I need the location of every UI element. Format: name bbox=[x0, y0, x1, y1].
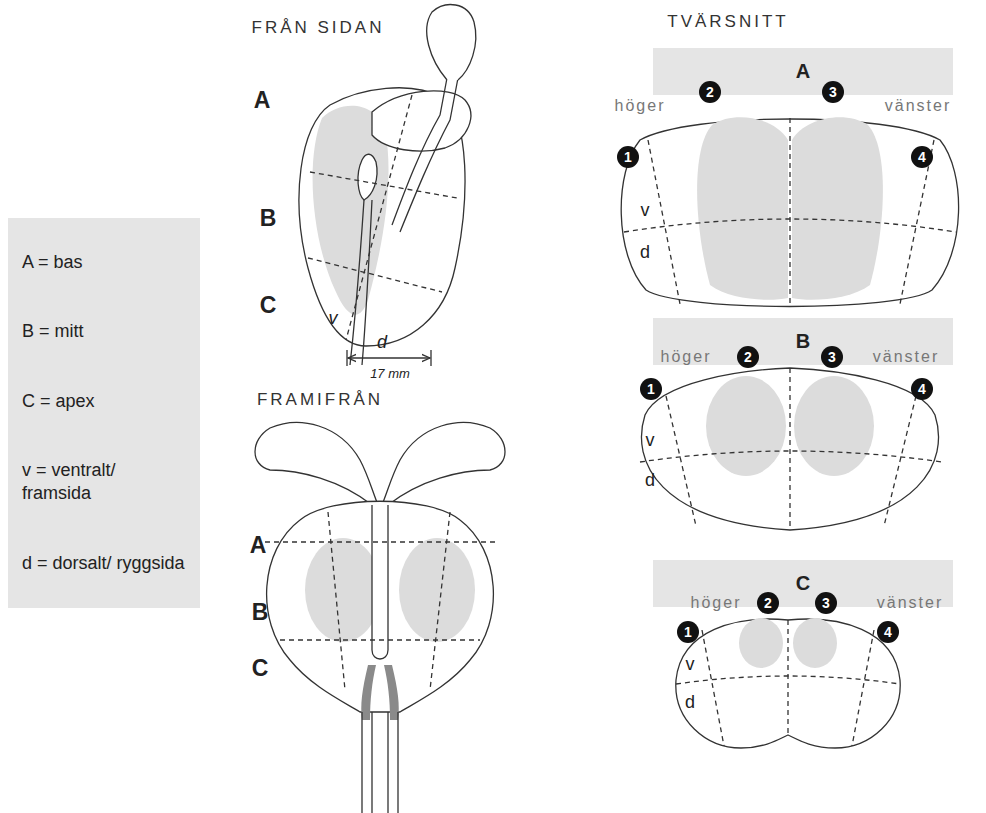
callout-number: 2 bbox=[699, 81, 721, 103]
side-label: vänster bbox=[873, 348, 939, 366]
region-letter: C bbox=[252, 655, 269, 682]
orientation-label: v bbox=[329, 308, 338, 329]
callout-number: 1 bbox=[640, 378, 662, 400]
callout-number: 2 bbox=[757, 592, 779, 614]
section-letter: C bbox=[796, 572, 810, 595]
side-label: höger bbox=[661, 348, 712, 366]
orientation-label: d bbox=[377, 332, 387, 353]
orientation-label: d bbox=[640, 242, 650, 263]
dimension-label: 17 mm bbox=[370, 366, 410, 381]
section-letter: A bbox=[796, 60, 810, 83]
region-letter: C bbox=[260, 292, 277, 319]
side-label: höger bbox=[615, 97, 666, 115]
region-letter: B bbox=[260, 205, 277, 232]
legend-entry: C = apex bbox=[22, 390, 186, 413]
callout-number: 3 bbox=[815, 592, 837, 614]
side-label: vänster bbox=[885, 97, 951, 115]
section-letter: B bbox=[796, 330, 810, 353]
legend-entry: d = dorsalt/ ryggsida bbox=[22, 552, 186, 575]
callout-number: 2 bbox=[737, 346, 759, 368]
callout-number: 3 bbox=[822, 81, 844, 103]
callout-number: 3 bbox=[821, 346, 843, 368]
callout-number: 4 bbox=[911, 378, 933, 400]
view-title: FRÅN SIDAN bbox=[252, 18, 385, 38]
view-title: TVÄRSNITT bbox=[667, 12, 788, 32]
view-title: FRAMIFRÅN bbox=[257, 390, 383, 410]
orientation-label: v bbox=[686, 654, 695, 675]
orientation-label: v bbox=[641, 200, 650, 221]
orientation-label: d bbox=[685, 692, 695, 713]
orientation-label: d bbox=[645, 470, 655, 491]
region-letter: A bbox=[250, 532, 267, 559]
callout-number: 1 bbox=[677, 621, 699, 643]
callout-number: 4 bbox=[877, 621, 899, 643]
side-label: vänster bbox=[877, 594, 943, 612]
legend-box: A = bas B = mitt C = apex v = ventralt/ fra… bbox=[8, 218, 200, 608]
callout-number: 1 bbox=[617, 146, 639, 168]
legend-entry: B = mitt bbox=[22, 320, 186, 343]
region-letter: A bbox=[254, 87, 271, 114]
side-label: höger bbox=[691, 594, 742, 612]
legend-entry: A = bas bbox=[22, 251, 186, 274]
region-letter: B bbox=[252, 599, 269, 626]
legend-entry: v = ventralt/ framsida bbox=[22, 459, 186, 506]
callout-number: 4 bbox=[911, 146, 933, 168]
orientation-label: v bbox=[646, 430, 655, 451]
section-band: A bbox=[653, 48, 953, 95]
